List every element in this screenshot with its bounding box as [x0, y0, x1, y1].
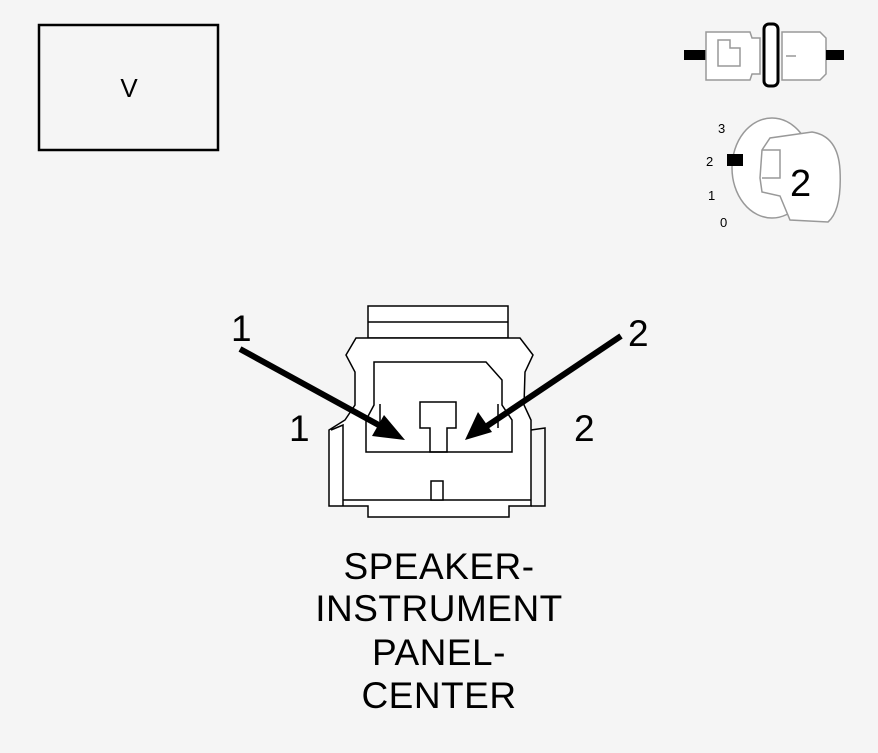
pin-1-callout-label: 1	[231, 308, 252, 349]
connector-name-line-3: PANEL-	[372, 632, 506, 673]
plug-right-body	[781, 31, 827, 81]
pin-2-arrowhead	[465, 412, 492, 440]
pin-2-arrow-line	[482, 333, 623, 431]
connector-bottom-key	[430, 480, 444, 501]
pin-1-side-label: 1	[289, 408, 310, 449]
pin-arrows	[238, 333, 623, 440]
plug-left-latch	[717, 39, 741, 67]
pin-1-arrowhead	[372, 415, 405, 440]
plug-left-body	[705, 31, 761, 81]
connector-name-line-1: SPEAKER-	[343, 546, 535, 587]
connector-left-wall	[330, 423, 344, 506]
key-position-0: 0	[720, 215, 727, 230]
connector-right-wall	[530, 427, 546, 507]
voltage-label: V	[120, 72, 138, 103]
connector-plug-icon	[684, 22, 844, 88]
voltage-box	[37, 23, 220, 152]
key-position-2: 2	[706, 154, 713, 169]
plug-wire-left	[684, 50, 706, 60]
pin-2-side-label: 2	[574, 408, 595, 449]
key-label: 2	[790, 163, 811, 205]
key-position-3: 3	[718, 121, 725, 136]
ignition-position-marker	[727, 154, 743, 166]
connector-inner-cavity	[365, 361, 513, 453]
plug-wire-right	[826, 50, 844, 60]
pin-1-arrow-line	[238, 346, 388, 432]
key-position-1: 1	[708, 188, 715, 203]
connector-housing	[328, 337, 534, 518]
connector-name-line-2: INSTRUMENT	[315, 588, 563, 629]
connector-face	[328, 305, 546, 518]
pin-2-callout-label: 2	[628, 313, 649, 354]
ignition-key-notch	[762, 149, 781, 179]
connector-name-line-4: CENTER	[361, 675, 517, 716]
connector-center-key	[419, 401, 457, 453]
ignition-key-icon: 3 2 1 0 2	[706, 117, 841, 230]
plug-separator	[762, 22, 780, 88]
